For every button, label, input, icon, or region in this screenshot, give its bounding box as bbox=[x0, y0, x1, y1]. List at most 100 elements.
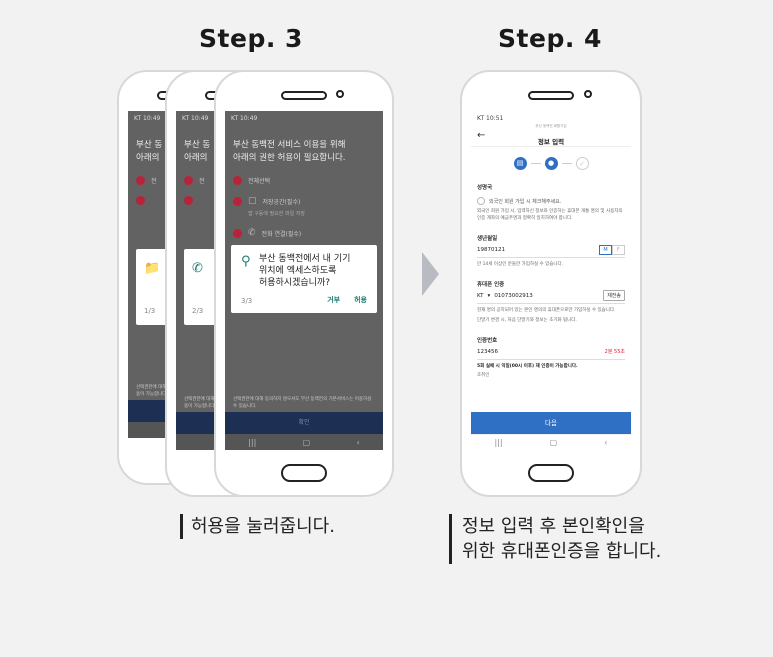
app-header: ← 부산 동백전 회원가입 정보 입력 bbox=[471, 124, 631, 147]
perm-row[interactable] bbox=[128, 196, 232, 205]
recent-apps-icon[interactable]: ||| bbox=[494, 438, 503, 447]
phone-screen: KT 10:49 부산 동백전 서비스 이용을 위해 아래의 권한 허용이 필요… bbox=[225, 111, 383, 450]
perm-row-storage[interactable]: ▢저장공간(필수) bbox=[225, 196, 383, 206]
phone-field: KT ▾ 01073002913 재전송 bbox=[477, 288, 625, 304]
step-user-icon: ● bbox=[544, 156, 558, 170]
android-navbar: ||| ▢ ‹ bbox=[471, 434, 631, 450]
dialog-counter: 1/3 bbox=[144, 307, 156, 315]
perm-row-all[interactable]: 전 bbox=[176, 176, 280, 185]
birth-label: 생년월일 bbox=[477, 236, 498, 242]
phone-speaker bbox=[528, 91, 574, 100]
permission-title: 부산 동 아래의 bbox=[128, 125, 232, 165]
phone-home-button[interactable] bbox=[281, 464, 327, 482]
phone-screen: KT 10:51 ← 부산 동백전 회원가입 정보 입력 ▤ ● ✓ 성명국 외… bbox=[471, 111, 631, 450]
phone-icon: ✆ bbox=[192, 261, 203, 276]
perm-row[interactable] bbox=[176, 196, 280, 205]
phone-input[interactable]: 01073002913 bbox=[494, 292, 533, 299]
carrier-select[interactable]: KT bbox=[477, 292, 484, 299]
perm-row-all[interactable]: 전 bbox=[128, 176, 232, 185]
permission-title-line1: 부산 동 bbox=[184, 140, 211, 150]
back-icon[interactable]: ‹ bbox=[604, 438, 608, 447]
perm-storage-desc: 앱 구동에 필요한 파일 저장 bbox=[248, 211, 305, 217]
form: 성명국 외국인 회원 가입 시 체크해주세요. 외국인 회원 가입 시, 입력하… bbox=[471, 183, 631, 379]
location-pin-icon: ⚲ bbox=[241, 254, 251, 269]
code-timer: 2분 55초 bbox=[604, 349, 625, 355]
dialog-line1: 부산 동백전에서 내 기기 bbox=[259, 254, 351, 264]
perm-all-label: 전체선택 bbox=[248, 178, 271, 185]
phone-camera bbox=[336, 90, 344, 98]
code-input[interactable]: 123456 bbox=[477, 348, 498, 355]
phone-home-button[interactable] bbox=[528, 464, 574, 482]
permission-title-line1: 부산 동 bbox=[136, 140, 163, 150]
birth-input[interactable]: 19870121 bbox=[477, 246, 505, 253]
storage-icon: ▢ bbox=[248, 196, 257, 206]
dialog-line3: 허용하시겠습니까? bbox=[259, 278, 331, 288]
home-icon[interactable]: ▢ bbox=[549, 438, 558, 447]
allow-button[interactable]: 허용 bbox=[354, 296, 367, 304]
phone-step3-front: KT 10:49 부산 동백전 서비스 이용을 위해 아래의 권한 허용이 필요… bbox=[214, 70, 394, 497]
back-icon[interactable]: ‹ bbox=[356, 437, 360, 447]
gender-male-button[interactable]: M bbox=[599, 244, 612, 255]
code-label: 인증번호 bbox=[477, 338, 498, 344]
gender-female-button[interactable]: F bbox=[612, 244, 625, 255]
step-check-icon: ✓ bbox=[575, 156, 589, 170]
foreigner-checkbox[interactable]: 외국인 회원 가입 시 체크해주세요. bbox=[477, 197, 625, 205]
perm-label: 전 bbox=[151, 178, 157, 185]
phone-icon: ✆ bbox=[248, 228, 256, 238]
next-step-arrow-icon bbox=[422, 252, 439, 296]
perm-row-all[interactable]: 전체선택 bbox=[225, 176, 383, 185]
step4-caption-line1: 정보 입력 후 본인확인을 bbox=[462, 516, 645, 537]
deny-button[interactable]: 거부 bbox=[327, 296, 341, 304]
recent-apps-icon[interactable]: ||| bbox=[248, 437, 257, 447]
phone-note2: 단말기 변경 시, 처음 단말기와 정보는 초기화 됩니다. bbox=[477, 318, 577, 323]
progress-steps: ▤ ● ✓ bbox=[471, 155, 631, 171]
step3-title: Step. 3 bbox=[199, 24, 303, 53]
bottom-note: 선택권한에 대해 동의하지 않으셔도 부산 동백전의 기본서비스는 이용하실 수… bbox=[233, 397, 372, 409]
code-field: 123456 2분 55초 bbox=[477, 344, 625, 360]
birth-note: 만 14세 이상인 분들만 가입하실 수 있습니다. bbox=[477, 262, 564, 267]
step3-caption: 허용을 눌러줍니다. bbox=[180, 514, 335, 539]
foreigner-note: 외국인 회원 가입 시, 입력하신 정보와 인증하는 휴대폰 개통 명의 및 사… bbox=[477, 209, 623, 221]
phone-camera bbox=[584, 90, 592, 98]
android-navbar: ||| ▢ ‹ bbox=[225, 434, 383, 450]
permission-title-line2: 아래의 권한 허용이 필요합니다. bbox=[233, 153, 346, 163]
step4-title: Step. 4 bbox=[498, 24, 602, 53]
dropdown-caret-icon[interactable]: ▾ bbox=[487, 292, 491, 299]
permission-title-line1: 부산 동백전 서비스 이용을 위해 bbox=[233, 140, 346, 150]
phone-note1: 현재 명의 공지되어 있는 본인 명의의 휴대폰으로만 가입하실 수 있습니다. bbox=[477, 308, 616, 313]
home-icon[interactable]: ▢ bbox=[302, 437, 311, 447]
permission-title: 부산 동 아래의 bbox=[176, 125, 280, 165]
foreigner-check-label: 외국인 회원 가입 시 체크해주세요. bbox=[489, 198, 562, 205]
cancel-link[interactable]: 초취인 bbox=[477, 373, 490, 378]
step4-caption: 정보 입력 후 본인확인을 위한 휴대폰인증을 합니다. bbox=[449, 514, 661, 564]
dialog-counter: 3/3 bbox=[241, 297, 253, 305]
header-title-text: 정보 입력 bbox=[537, 137, 565, 146]
step-connector bbox=[561, 162, 572, 164]
status-bar: KT 10:49 bbox=[182, 115, 209, 122]
next-button[interactable]: 다음 bbox=[471, 412, 631, 434]
code-note: 5회 실패 시 익일(00시 이후) 재 인증이 가능합니다. bbox=[477, 364, 578, 369]
nationality-label: 성명국 bbox=[477, 185, 493, 191]
birth-field[interactable]: 19870121 M F bbox=[477, 242, 625, 258]
location-permission-dialog: ⚲ 부산 동백전에서 내 기기 위치에 엑세스하도록 허용하시겠습니까? 3/3… bbox=[231, 245, 377, 313]
perm-row-phone[interactable]: ✆전화 연결(필수) bbox=[225, 228, 383, 238]
phone-speaker bbox=[281, 91, 327, 100]
back-arrow-icon[interactable]: ← bbox=[477, 130, 486, 141]
perm-label: 전 bbox=[199, 178, 205, 185]
phone-auth-label: 휴대폰 인증 bbox=[477, 282, 505, 288]
resend-button[interactable]: 재전송 bbox=[603, 290, 625, 301]
dialog-buttons: 거부 허용 bbox=[327, 295, 367, 305]
dialog-counter: 2/3 bbox=[192, 307, 204, 315]
status-bar: KT 10:51 bbox=[477, 115, 504, 122]
phone-step4: KT 10:51 ← 부산 동백전 회원가입 정보 입력 ▤ ● ✓ 성명국 외… bbox=[460, 70, 642, 497]
check-icon bbox=[184, 176, 193, 185]
dialog-message: 부산 동백전에서 내 기기 위치에 엑세스하도록 허용하시겠습니까? bbox=[259, 253, 350, 289]
dialog-line2: 위치에 엑세스하도록 bbox=[259, 266, 337, 276]
confirm-button[interactable]: 확인 bbox=[225, 412, 383, 434]
checkbox-icon bbox=[477, 197, 485, 205]
check-icon bbox=[184, 196, 193, 205]
check-icon bbox=[233, 176, 242, 185]
check-icon bbox=[233, 196, 242, 206]
permission-title: 부산 동백전 서비스 이용을 위해 아래의 권한 허용이 필요합니다. bbox=[225, 125, 383, 165]
step4-caption-line2: 위한 휴대폰인증을 합니다. bbox=[462, 541, 662, 562]
